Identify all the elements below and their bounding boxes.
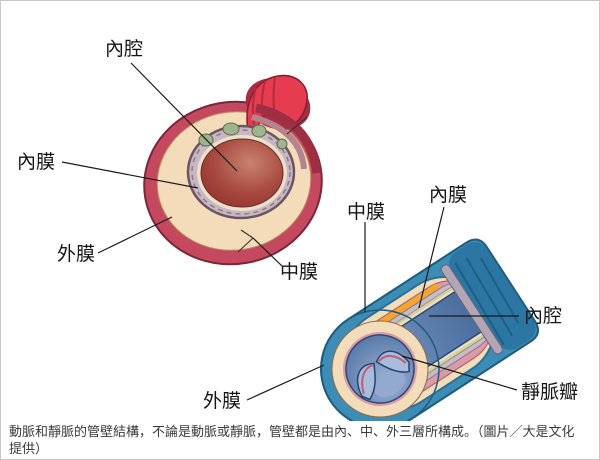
leader-artery-adventitia xyxy=(97,216,173,254)
artery-inner-rim-arc xyxy=(251,114,307,170)
vein-wall-shaded-end xyxy=(449,242,536,350)
leader-artery-intima xyxy=(61,161,199,189)
artery-face-cut-lines xyxy=(237,116,308,253)
leader-artery-media xyxy=(252,237,283,267)
label-vein-intima: 內膜 xyxy=(429,184,467,206)
vein-valve-sinus xyxy=(374,371,406,398)
leader-vein-intima xyxy=(418,206,445,309)
label-vein-lumen: 內腔 xyxy=(524,305,562,327)
label-artery-media: 中膜 xyxy=(280,261,318,283)
label-vein-valve: 靜脈瓣 xyxy=(521,381,578,403)
label-artery-lumen: 內腔 xyxy=(105,38,143,60)
vein-front-rim xyxy=(320,309,440,429)
label-artery-intima: 內膜 xyxy=(17,151,55,173)
vein-valve-right-edge xyxy=(377,354,407,364)
leader-lines xyxy=(61,62,519,401)
label-artery-adventitia: 外膜 xyxy=(57,243,95,265)
label-vein-media: 中膜 xyxy=(347,201,385,223)
leader-artery-lumen xyxy=(130,62,238,172)
vein-cross-section xyxy=(320,238,540,429)
vein-valve-left-edge xyxy=(361,364,374,395)
artery-cross-section xyxy=(143,74,323,266)
label-vein-adventitia: 外膜 xyxy=(203,390,241,412)
vein-cut-edge xyxy=(440,264,503,355)
figure-caption: 動脈和靜脈的管壁結構，不論是動脈或靜脈，管壁都是由內、中、外三層所構成。（圖片／… xyxy=(9,424,575,457)
artery-intima-texture xyxy=(191,129,291,215)
artery-far-wall-arc xyxy=(254,103,322,174)
artery-lumen xyxy=(200,138,284,208)
leader-vein-adventitia xyxy=(246,364,325,401)
vessel-figure: 內腔 內膜 外膜 中膜 中膜 內膜 內腔 靜脈瓣 外膜 xyxy=(17,38,578,429)
leader-vein-valve xyxy=(401,355,518,391)
